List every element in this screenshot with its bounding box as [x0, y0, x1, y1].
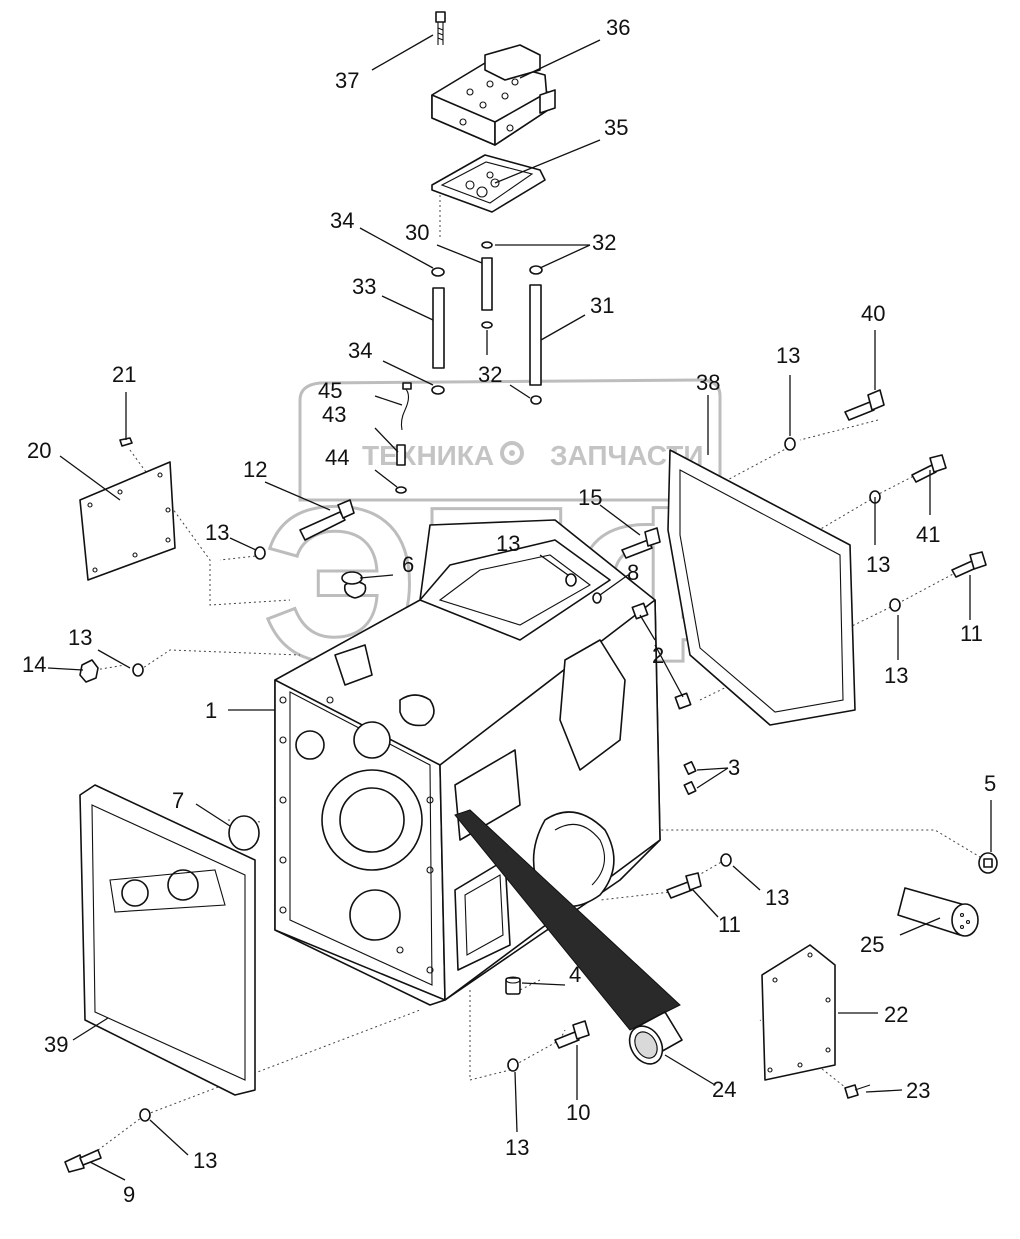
- callout-13-bottom: 13: [505, 1135, 529, 1160]
- bolt-9: [64, 1149, 102, 1173]
- callout-38: 38: [696, 370, 720, 395]
- housing-bolt-holes: [279, 696, 434, 974]
- callout-33: 33: [352, 274, 376, 299]
- bolt-15: [621, 527, 661, 559]
- callout-13-far-right: 13: [884, 663, 908, 688]
- callout-9: 9: [123, 1182, 135, 1207]
- gear-icon: [500, 441, 524, 465]
- callout-labels: 36 37 35 34 30 32 33 31 34 45 32 43 44 3…: [22, 15, 996, 1207]
- callout-15: 15: [578, 485, 602, 510]
- callout-44: 44: [325, 445, 349, 470]
- cover-plate-22: [761, 944, 836, 1081]
- callout-4: 4: [569, 962, 581, 987]
- callout-11-lower: 11: [718, 912, 741, 937]
- bolt-37: [435, 11, 446, 45]
- callout-25: 25: [860, 932, 884, 957]
- callout-37: 37: [335, 68, 359, 93]
- callout-13-top-right: 13: [776, 343, 800, 368]
- small-parts: [64, 389, 998, 1173]
- pin-2b: [674, 692, 692, 710]
- callout-34-lower: 34: [348, 338, 372, 363]
- washers-13: [132, 437, 901, 1122]
- leader-lines: [47, 34, 992, 1181]
- callout-14: 14: [22, 652, 46, 677]
- callout-43: 43: [322, 402, 346, 427]
- callout-12: 12: [243, 457, 267, 482]
- watermark-left-word: ТЕХНИКА: [362, 440, 494, 471]
- callout-24: 24: [712, 1077, 736, 1102]
- bolt-11-lower: [666, 872, 702, 899]
- callout-2: 2: [652, 643, 664, 668]
- callout-11-right: 11: [960, 621, 983, 646]
- callout-41: 41: [916, 522, 940, 547]
- pin-2a: [631, 602, 649, 620]
- callout-10: 10: [566, 1100, 590, 1125]
- plug-4: [505, 976, 521, 995]
- callout-3: 3: [728, 755, 740, 780]
- callout-40: 40: [861, 301, 885, 326]
- bearing-24: [628, 1011, 683, 1065]
- callout-8: 8: [627, 560, 639, 585]
- callout-45: 45: [318, 378, 342, 403]
- callout-13-bottom-left: 13: [193, 1148, 217, 1173]
- callout-7: 7: [172, 788, 184, 813]
- bolt-11-right: [951, 551, 987, 578]
- plug-6: [341, 571, 363, 585]
- callout-13-lower-right: 13: [765, 885, 789, 910]
- callout-23: 23: [906, 1078, 930, 1103]
- bolt-12: [299, 499, 355, 541]
- bolt-23: [844, 1084, 871, 1099]
- callout-1: 1: [205, 698, 217, 723]
- callout-13-center: 13: [496, 531, 520, 556]
- sensor-25: [897, 887, 979, 937]
- gasket-39: [79, 784, 256, 1096]
- callout-30: 30: [405, 220, 429, 245]
- callout-39: 39: [44, 1032, 68, 1057]
- nut-14: [79, 659, 99, 683]
- tubes: [431, 241, 543, 405]
- callout-36: 36: [606, 15, 630, 40]
- transmission-housing: [274, 519, 661, 1006]
- pins-3: [683, 760, 697, 796]
- callout-31: 31: [590, 293, 614, 318]
- callout-21: 21: [112, 362, 136, 387]
- cover-plate-20: [79, 437, 176, 581]
- callout-5: 5: [984, 771, 996, 796]
- callout-32-lower: 32: [478, 362, 502, 387]
- callout-32-top: 32: [592, 230, 616, 255]
- callout-20: 20: [27, 438, 51, 463]
- sensor: [395, 382, 412, 494]
- callout-6: 6: [402, 552, 414, 577]
- callout-13-mid-left: 13: [68, 625, 92, 650]
- callout-35: 35: [604, 115, 628, 140]
- gasket-35: [431, 154, 546, 213]
- callout-13-right: 13: [866, 552, 890, 577]
- plug-5: [978, 852, 998, 874]
- bolt-41: [911, 454, 947, 483]
- callout-34-top: 34: [330, 208, 354, 233]
- gasket-38: [667, 449, 856, 726]
- valve-block: [431, 44, 556, 146]
- shaded-ramp: [454, 809, 681, 1031]
- callout-22: 22: [884, 1002, 908, 1027]
- cap-7: [228, 815, 260, 851]
- bolt-40: [844, 389, 885, 421]
- seal-8: [592, 592, 602, 604]
- callout-13-left: 13: [205, 520, 229, 545]
- bolt-10: [554, 1020, 590, 1049]
